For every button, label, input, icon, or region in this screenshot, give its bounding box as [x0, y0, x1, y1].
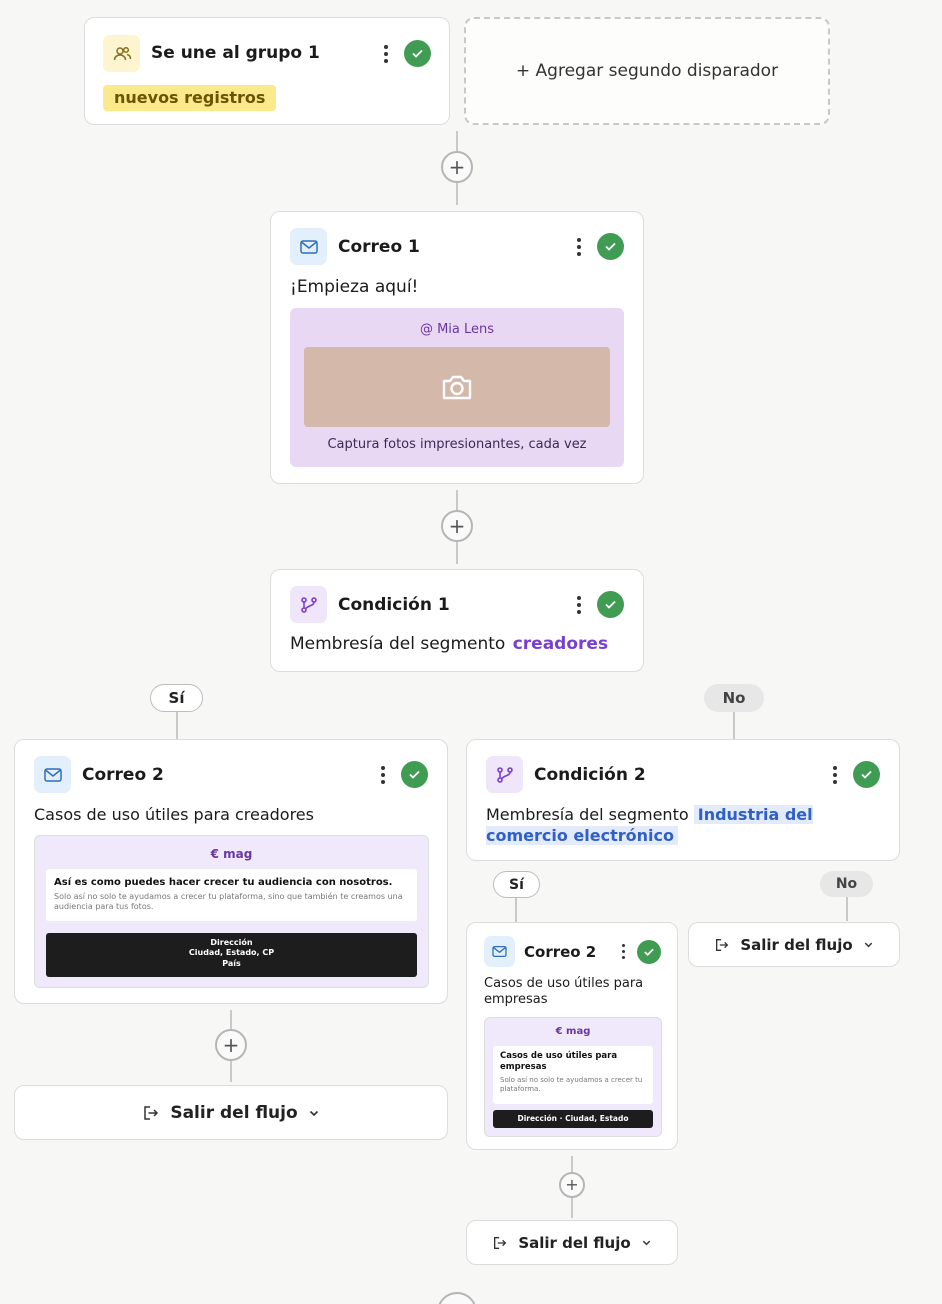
branch-yes-label: Sí	[493, 871, 540, 898]
email-2-left-subject: Casos de uso útiles para creadores	[34, 805, 314, 824]
condition-2-card[interactable]: Condición 2 Membresía del segmento Indus…	[466, 739, 900, 861]
exit-flow-label: Salir del flujo	[170, 1102, 298, 1123]
email-2-left-title: Correo 2	[82, 765, 164, 785]
exit-icon	[144, 1105, 159, 1120]
condition-1-title: Condición 1	[338, 595, 450, 615]
check-icon	[404, 40, 431, 67]
email-1-subject: ¡Empieza aquí!	[290, 277, 419, 297]
preview-body: Solo así no solo te ayudamos a crecer tu…	[54, 892, 403, 912]
branch-no-label: No	[820, 871, 873, 897]
branch-yes-label: Sí	[150, 684, 203, 712]
more-options-icon[interactable]	[831, 766, 839, 784]
chevron-down-icon	[309, 1110, 318, 1116]
check-icon	[637, 940, 661, 964]
preview-content-box: Casos de uso útiles para empresas Solo a…	[493, 1046, 653, 1104]
preview-caption: Captura fotos impresionantes, cada vez	[327, 437, 587, 452]
more-options-icon[interactable]	[575, 238, 583, 256]
connector	[846, 897, 848, 921]
check-icon	[597, 233, 624, 260]
trigger-title: Se une al grupo 1	[151, 43, 320, 63]
preview-hero-image	[304, 347, 610, 427]
preview-brand: € mag	[210, 847, 253, 861]
branch-icon	[486, 756, 523, 793]
add-step-button[interactable]: +	[215, 1029, 247, 1061]
connector	[176, 712, 178, 740]
add-second-trigger-button[interactable]: + Agregar segundo disparador	[464, 17, 830, 125]
footer-city: Ciudad, Estado, CP	[188, 948, 275, 958]
exit-flow-button[interactable]: Salir del flujo	[14, 1085, 448, 1140]
email-1-title: Correo 1	[338, 237, 420, 257]
condition-text: Membresía del segmento	[486, 805, 689, 824]
preview-footer: Dirección · Ciudad, Estado	[493, 1110, 653, 1128]
condition-2-text: Membresía del segmento Industria del com…	[486, 804, 886, 846]
email-1-preview[interactable]: @ Mia Lens Captura fotos impresionantes,…	[290, 308, 624, 467]
segment-link[interactable]: creadores	[512, 634, 609, 654]
condition-1-text: Membresía del segmento creadores	[290, 634, 608, 654]
email-2-left-preview[interactable]: € mag Así es como puedes hacer crecer tu…	[34, 835, 429, 988]
exit-flow-button[interactable]: Salir del flujo	[466, 1220, 678, 1265]
add-step-button[interactable]: +	[441, 510, 473, 542]
email-2-right-subject: Casos de uso útiles para empresas	[484, 976, 644, 1007]
users-icon	[103, 35, 140, 72]
more-options-icon[interactable]	[619, 944, 627, 959]
preview-brand: € mag	[555, 1026, 591, 1037]
preview-footer: Dirección Ciudad, Estado, CP País	[46, 933, 417, 977]
exit-icon	[716, 938, 729, 951]
trigger-card[interactable]: Se une al grupo 1 nuevos registros	[84, 17, 450, 125]
exit-flow-button[interactable]: Salir del flujo	[688, 922, 900, 967]
mail-icon	[290, 228, 327, 265]
chevron-down-icon	[642, 1240, 650, 1246]
email-1-card[interactable]: Correo 1 ¡Empieza aquí! @ Mia Lens Captu…	[270, 211, 644, 484]
branch-no-label: No	[704, 684, 764, 712]
segment-tag: nuevos registros	[103, 85, 277, 111]
condition-1-card[interactable]: Condición 1 Membresía del segmento cread…	[270, 569, 644, 672]
check-icon	[401, 761, 428, 788]
exit-flow-label: Salir del flujo	[518, 1233, 631, 1252]
preview-heading: Casos de uso útiles para empresas	[500, 1051, 618, 1073]
condition-text: Membresía del segmento	[290, 634, 506, 654]
footer-address: Dirección	[210, 938, 253, 947]
email-2-right-preview[interactable]: € mag Casos de uso útiles para empresas …	[484, 1017, 662, 1137]
more-options-icon[interactable]	[382, 45, 390, 63]
check-icon	[853, 761, 880, 788]
mail-icon	[484, 936, 515, 967]
exit-icon	[494, 1236, 507, 1249]
preview-body: Solo así no solo te ayudamos a crecer tu…	[500, 1076, 643, 1094]
more-options-icon[interactable]	[379, 766, 387, 784]
branch-icon	[290, 586, 327, 623]
add-step-button[interactable]	[437, 1292, 477, 1304]
preview-heading: Así es como puedes hacer crecer tu audie…	[54, 877, 393, 888]
exit-flow-label: Salir del flujo	[740, 935, 853, 954]
mail-icon	[34, 756, 71, 793]
footer-country: País	[222, 958, 241, 968]
connector	[515, 898, 517, 922]
email-2-left-card[interactable]: Correo 2 Casos de uso útiles para creado…	[14, 739, 448, 1004]
preview-content-box: Así es como puedes hacer crecer tu audie…	[46, 869, 417, 921]
email-2-right-card[interactable]: Correo 2 Casos de uso útiles para empres…	[466, 922, 678, 1150]
preview-brand: @ Mia Lens	[419, 322, 495, 337]
add-step-button[interactable]: +	[441, 151, 473, 183]
connector	[733, 712, 735, 740]
check-icon	[597, 591, 624, 618]
more-options-icon[interactable]	[575, 596, 583, 614]
camera-icon	[442, 375, 472, 400]
chevron-down-icon	[864, 942, 872, 948]
condition-2-title: Condición 2	[534, 765, 646, 785]
add-step-button[interactable]: +	[559, 1172, 585, 1198]
email-2-right-title: Correo 2	[524, 943, 597, 961]
